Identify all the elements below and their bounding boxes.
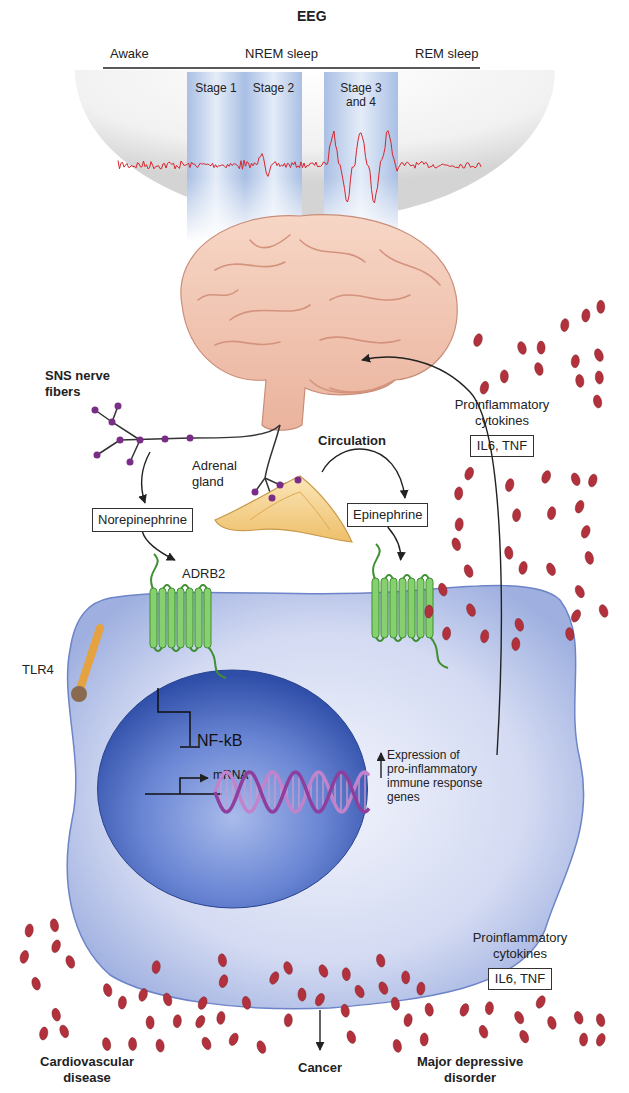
adrb2-receptors — [150, 544, 448, 678]
timeline-rule — [103, 67, 480, 68]
transcription-factor: NF-kB — [197, 732, 242, 750]
signal-lines — [145, 688, 222, 794]
cell-outline — [55, 560, 595, 1020]
nerve-label: SNS nerve fibers — [45, 368, 125, 400]
eeg-dome — [75, 70, 555, 220]
cytokine-group: Proinflammatory cytokinesIL6, TNF — [432, 397, 572, 457]
state-label: Awake — [110, 46, 149, 62]
disease-label: Cancer — [298, 1060, 342, 1076]
state-label: NREM sleep — [245, 46, 318, 62]
nerve-endings — [92, 403, 302, 502]
chart-heading: EEG — [297, 8, 327, 24]
stage-label: Stage 2 — [245, 72, 302, 95]
cytokine-heading: Proinflammatory cytokines — [450, 930, 590, 962]
organ-label: Adrenal gland — [192, 458, 252, 490]
immune-cell: Expression of pro-inflammatory immune re… — [55, 560, 595, 1020]
route-label: Circulation — [318, 433, 386, 449]
hormone-name: Norepinephrine — [98, 512, 187, 528]
adrb2-receptor — [150, 554, 226, 678]
dna-helix — [215, 772, 369, 812]
state-label: REM sleep — [415, 46, 479, 62]
gene-expression-note: Expression of pro-inflammatory immune re… — [387, 748, 484, 804]
sns-nerve-fibers — [95, 406, 298, 498]
disease-label: Major depressive disorder — [395, 1054, 545, 1086]
cytokine-heading: Proinflammatory cytokines — [432, 397, 572, 429]
receptor-label: ADRB2 — [182, 566, 225, 582]
adrenal-gland — [215, 476, 352, 542]
cytokine-names: IL6, TNF — [488, 968, 552, 990]
sleep-stage-band: Stage 1 — [187, 72, 245, 242]
signal-arrow — [388, 527, 401, 560]
brain — [181, 215, 457, 431]
disease-label: Cardiovascular disease — [32, 1054, 142, 1086]
hormone-name: Epinephrine — [353, 507, 422, 523]
cytokine-names: IL6, TNF — [470, 435, 534, 457]
stage-label: Stage 1 — [187, 72, 245, 95]
receptor-label: TLR4 — [22, 662, 54, 678]
eeg-trace — [118, 131, 481, 203]
cytokine-particles — [19, 300, 610, 1054]
adrb2-receptor — [372, 544, 448, 668]
cytokine-group: Proinflammatory cytokinesIL6, TNF — [450, 930, 590, 990]
signal-arrow — [143, 532, 175, 560]
stage-label: Stage 3 and 4 — [336, 72, 386, 109]
hormone-box: Epinephrine — [347, 503, 428, 527]
flow-arrows — [142, 357, 502, 1050]
tlr4-receptor — [71, 628, 100, 702]
hormone-box: Norepinephrine — [92, 508, 193, 532]
